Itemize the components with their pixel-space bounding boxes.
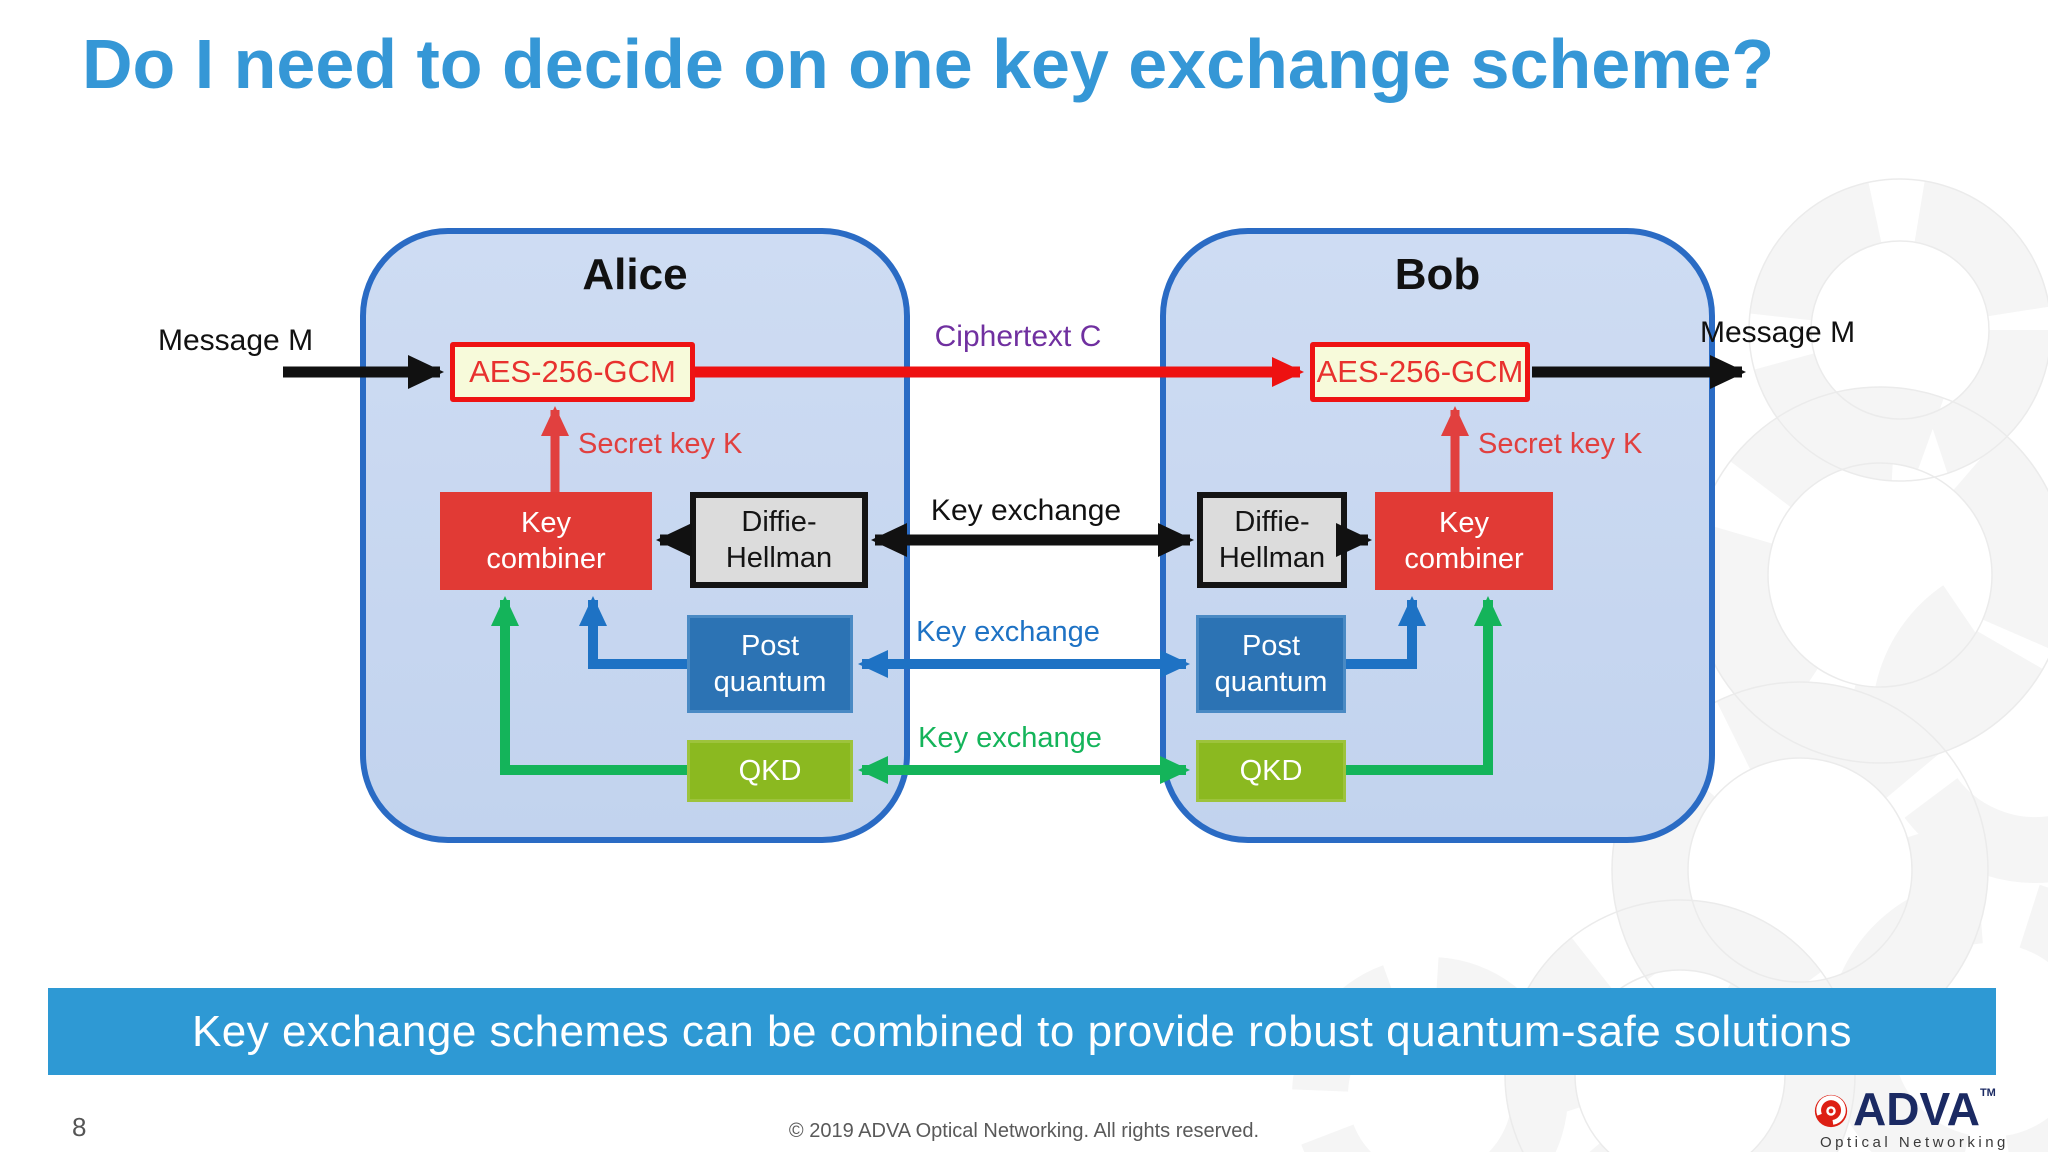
bob-diffie-hellman-box: Diffie- Hellman [1197, 492, 1347, 588]
bob-aes-label: AES-256-GCM [1316, 353, 1524, 389]
alice-post-quantum-label: Post quantum [713, 629, 827, 698]
alice-secret-key-label: Secret key K [578, 428, 743, 460]
adva-subtitle: Optical Networking [1820, 1134, 2009, 1151]
adva-swirl-icon [1814, 1094, 1848, 1128]
page-number: 8 [72, 1112, 87, 1142]
bob-qkd-label: QKD [1239, 754, 1303, 787]
alice-post-quantum-box: Post quantum [687, 615, 853, 713]
conclusion-banner: Key exchange schemes can be combined to … [48, 988, 1996, 1075]
page-title: Do I need to decide on one key exchange … [82, 25, 1775, 103]
key-exchange-qkd-label: Key exchange [918, 722, 1102, 754]
alice-diffie-hellman-box: Diffie- Hellman [690, 492, 868, 588]
alice-qkd-box: QKD [687, 740, 853, 802]
adva-logo: ADVA TM Optical Networking [1812, 1086, 2009, 1151]
alice-key-combiner-box: Key combiner [440, 492, 652, 590]
bob-diffie-hellman-label: Diffie- Hellman [1218, 505, 1326, 574]
key-exchange-pq-label: Key exchange [916, 616, 1100, 648]
alice-aes-box: AES-256-GCM [450, 342, 695, 402]
alice-key-combiner-label: Key combiner [486, 506, 606, 575]
bob-post-quantum-label: Post quantum [1214, 629, 1328, 698]
conclusion-banner-text: Key exchange schemes can be combined to … [191, 1006, 1853, 1056]
alice-qkd-label: QKD [738, 754, 802, 787]
bob-aes-box: AES-256-GCM [1310, 342, 1530, 402]
copyright-text: © 2019 ADVA Optical Networking. All righ… [788, 1120, 1260, 1142]
ciphertext-label: Ciphertext C [934, 320, 1102, 353]
message-out-label: Message M [1700, 316, 1856, 349]
bob-key-combiner-box: Key combiner [1375, 492, 1553, 590]
bob-post-quantum-box: Post quantum [1196, 615, 1346, 713]
alice-diffie-hellman-label: Diffie- Hellman [725, 505, 833, 574]
adva-trademark: TM [1979, 1087, 1996, 1099]
alice-title: Alice [582, 250, 688, 299]
bob-qkd-box: QKD [1196, 740, 1346, 802]
message-in-label: Message M [158, 324, 314, 357]
alice-aes-label: AES-256-GCM [469, 353, 676, 389]
bob-key-combiner-label: Key combiner [1404, 506, 1524, 575]
key-exchange-dh-label: Key exchange [930, 494, 1122, 527]
bob-secret-key-label: Secret key K [1478, 428, 1643, 460]
adva-brand-text: ADVA [1853, 1083, 1980, 1135]
bob-title: Bob [1394, 250, 1481, 299]
